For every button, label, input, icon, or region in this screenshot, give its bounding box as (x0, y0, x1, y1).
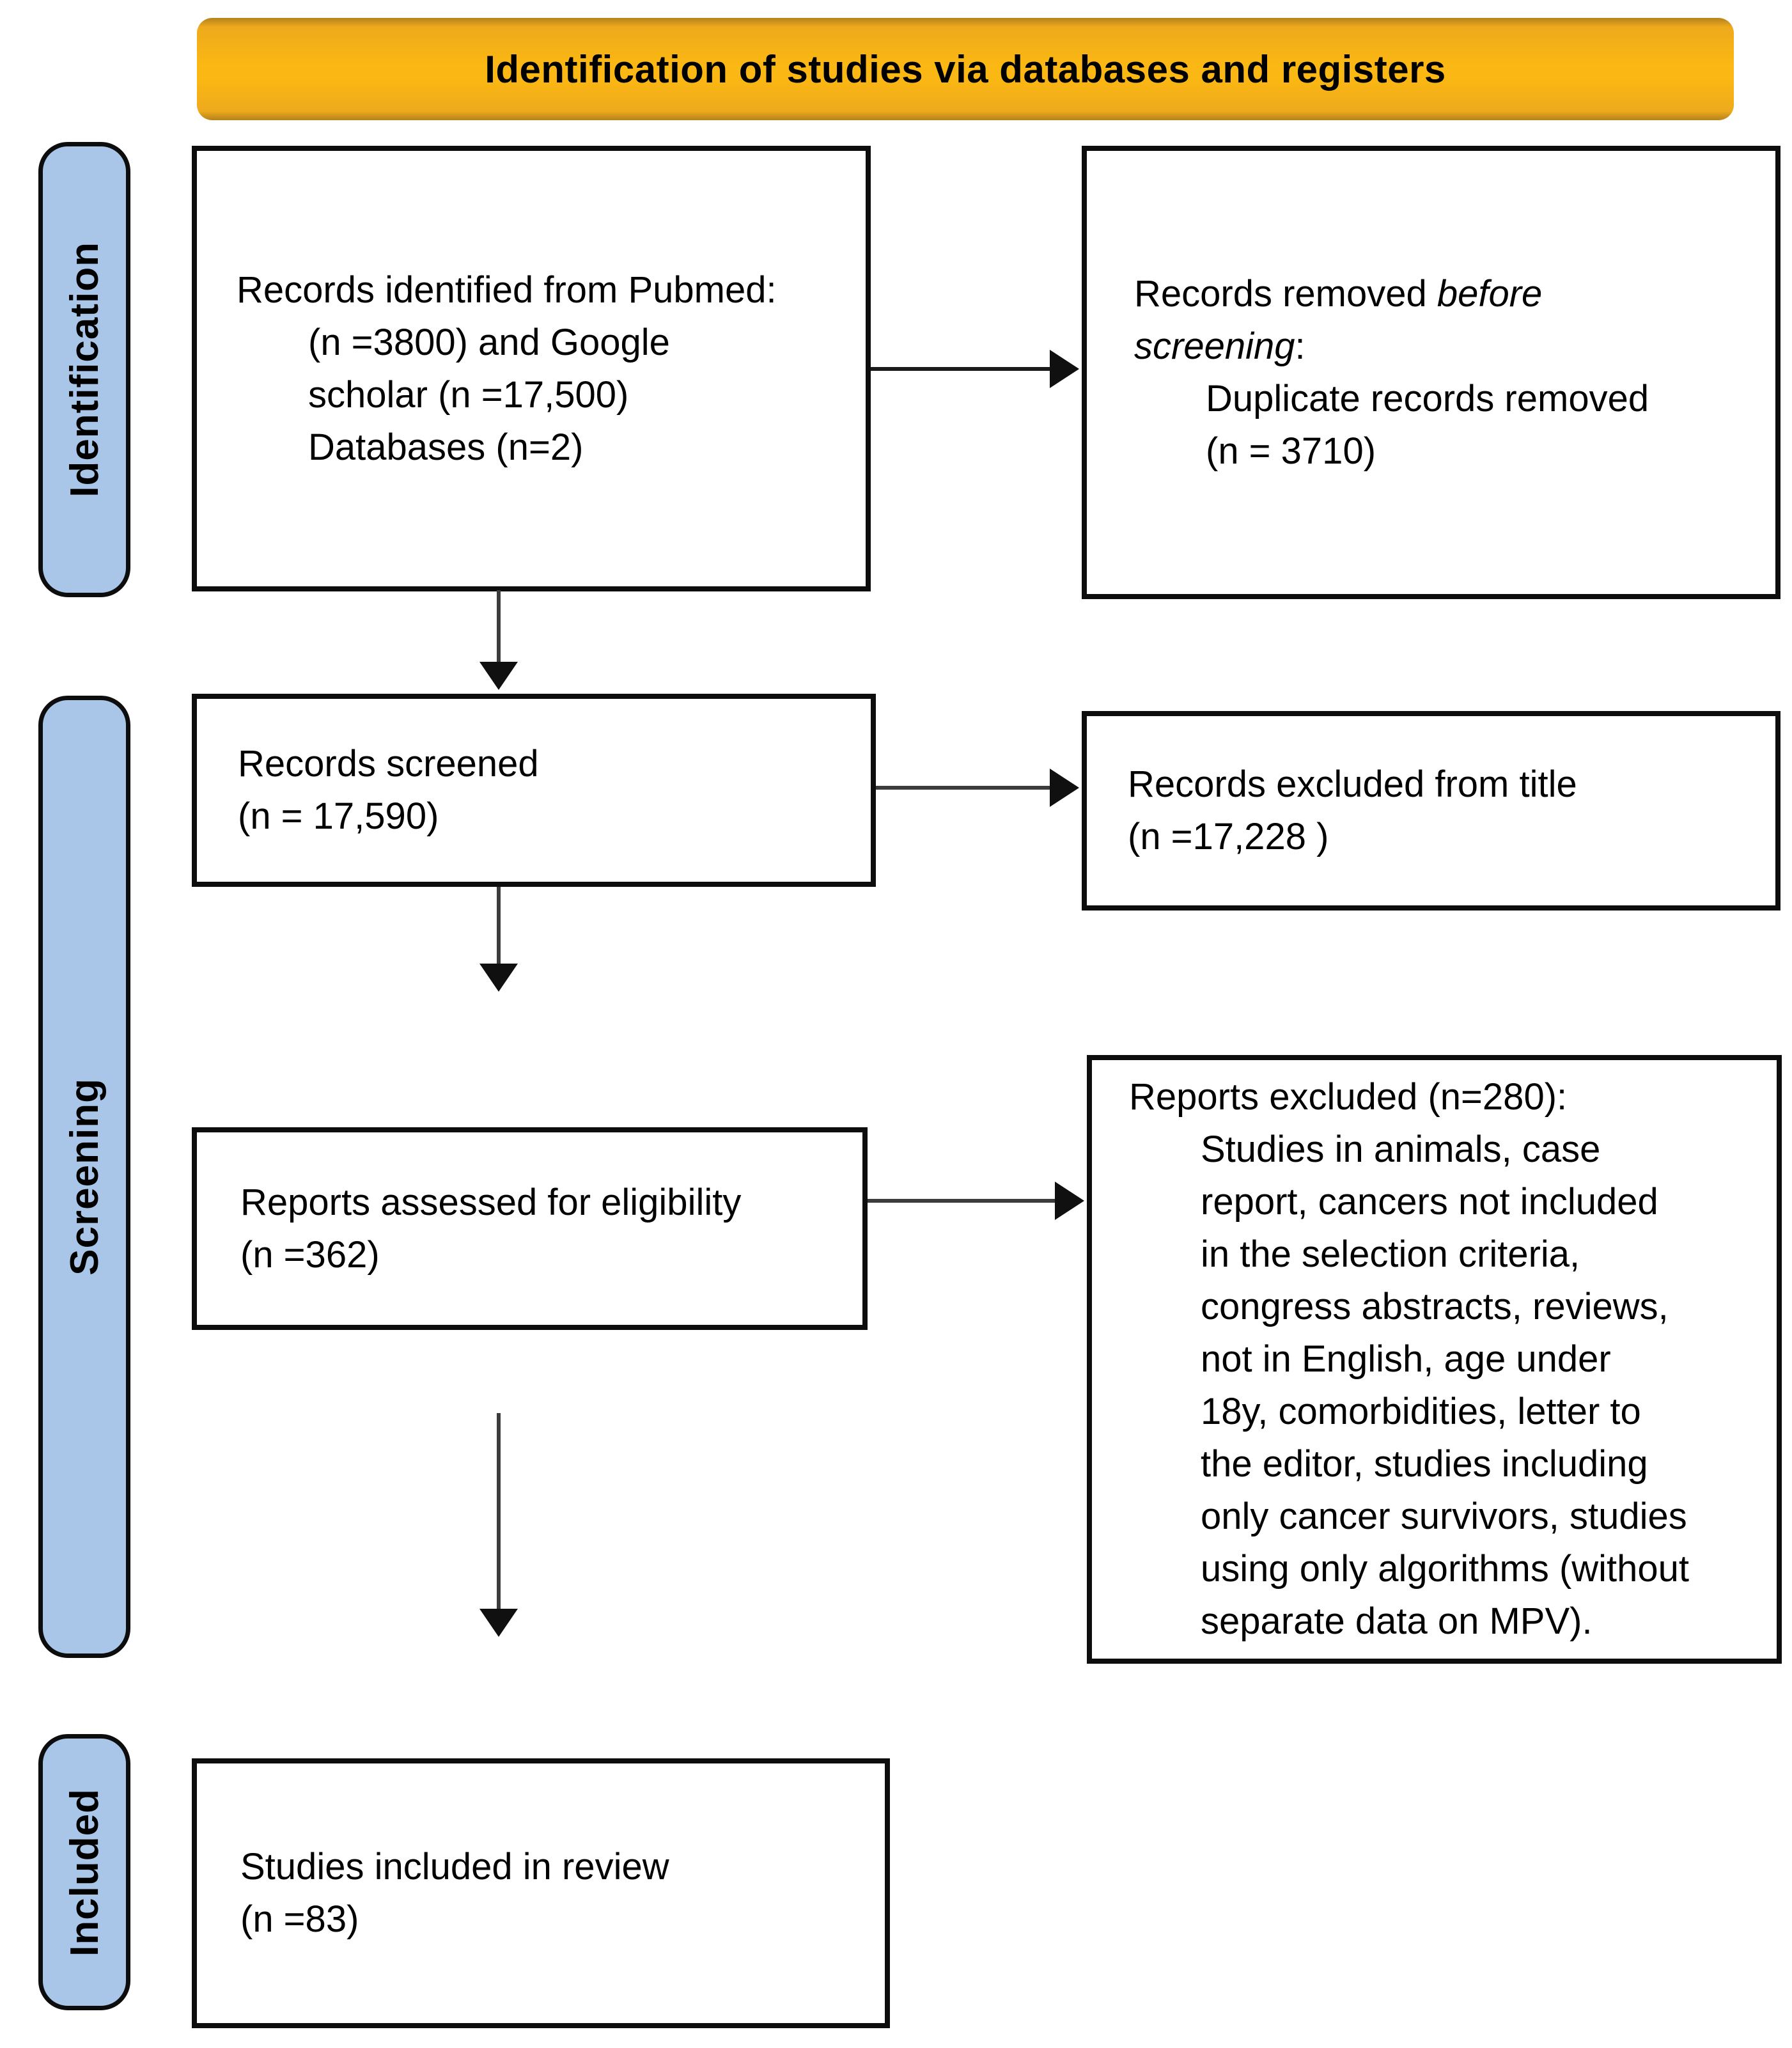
text-line: separate data on MPV). (1201, 1600, 1593, 1642)
banner-title: Identification of studies via databases … (485, 47, 1446, 91)
stage-label-screening-text: Screening (62, 1078, 107, 1276)
arrow-head-right-icon (1055, 1182, 1084, 1220)
banner-identification-via-databases: Identification of studies via databases … (197, 18, 1734, 120)
box-records-screened: Records screened (n = 17,590) (192, 694, 876, 887)
stage-label-included: Included (38, 1734, 130, 2010)
arrow-head-right-icon (1050, 769, 1079, 807)
text-line: scholar (n =17,500) (308, 373, 629, 416)
text-line: (n =362) (240, 1233, 380, 1276)
text-line: Duplicate records removed (1206, 377, 1649, 419)
stage-label-included-text: Included (62, 1788, 107, 1957)
text-line: (n = 3710) (1206, 430, 1376, 472)
text-line: the editor, studies including (1201, 1443, 1648, 1485)
box-records-excluded-from-title: Records excluded from title (n =17,228 ) (1082, 711, 1780, 911)
text-line: (n =17,228 ) (1128, 816, 1329, 857)
arrow-head-down-icon (479, 964, 518, 992)
stage-label-screening: Screening (38, 696, 130, 1658)
arrow-line (497, 590, 501, 663)
arrow-line (497, 1413, 501, 1610)
arrow-head-down-icon (479, 662, 518, 690)
text-line: Records removed before (1134, 272, 1543, 315)
text-line: congress abstracts, reviews, (1201, 1286, 1669, 1327)
box-records-identified: Records identified from Pubmed: (n =3800)… (192, 146, 871, 591)
text-line: Reports excluded (n=280): (1129, 1076, 1568, 1118)
text-line: report, cancers not included (1201, 1181, 1658, 1223)
text-line: Records excluded from title (1128, 763, 1577, 805)
box-reports-excluded: Reports excluded (n=280): Studies in anim… (1087, 1055, 1782, 1664)
text-line: Studies in animals, case (1201, 1129, 1601, 1170)
text-line: (n =3800) and Google (308, 321, 670, 363)
arrow-head-down-icon (479, 1609, 518, 1637)
text-line: (n =83) (240, 1898, 359, 1940)
arrow-line (497, 887, 501, 965)
text-line: not in English, age under (1201, 1338, 1611, 1380)
text-line: using only algorithms (without (1201, 1548, 1690, 1590)
arrow-line (876, 786, 1050, 790)
arrow-head-right-icon (1050, 350, 1079, 388)
box-records-removed: Records removed before screening: Duplic… (1082, 146, 1780, 599)
stage-label-identification-text: Identification (62, 242, 107, 497)
text-line: only cancer survivors, studies (1201, 1496, 1687, 1537)
arrow-line (871, 367, 1050, 371)
text-line: Databases (n=2) (308, 426, 584, 468)
text-line: in the selection criteria, (1201, 1233, 1580, 1275)
text-line: Records identified from Pubmed: (237, 269, 777, 311)
arrow-line (868, 1199, 1055, 1203)
text-line: Reports assessed for eligibility (240, 1181, 742, 1223)
box-studies-included: Studies included in review (n =83) (192, 1758, 890, 2028)
text-line: (n = 17,590) (238, 795, 439, 837)
text-line: Studies included in review (240, 1846, 669, 1888)
box-reports-assessed: Reports assessed for eligibility (n =362) (192, 1127, 868, 1330)
text-line: Records screened (238, 743, 539, 785)
stage-label-identification: Identification (38, 142, 130, 597)
text-line: 18y, comorbidities, letter to (1201, 1391, 1641, 1432)
text-line: screening: (1134, 325, 1305, 367)
